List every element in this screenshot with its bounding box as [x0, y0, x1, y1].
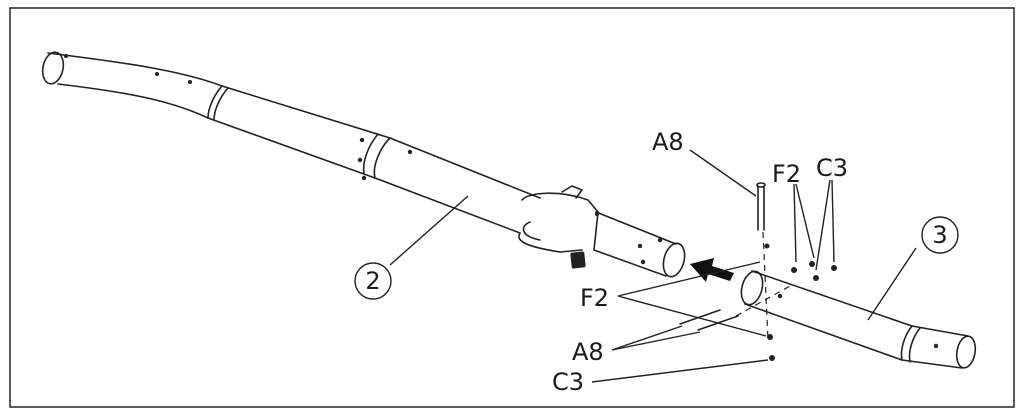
label-a8-bottom: A8 — [572, 338, 604, 366]
callout-label-3: 3 — [932, 221, 947, 249]
label-c3-bottom: C3 — [552, 368, 584, 396]
label-c3-top: C3 — [816, 154, 848, 182]
tube-part-2 — [41, 51, 686, 278]
callout-part-2: 2 — [354, 262, 392, 300]
label-a8-top: A8 — [652, 128, 684, 156]
callout-label-2: 2 — [365, 267, 380, 295]
callout-part-3: 3 — [921, 216, 959, 254]
tube-part-3 — [740, 270, 977, 369]
label-f2-bottom: F2 — [580, 284, 609, 312]
label-f2-top: F2 — [772, 160, 801, 188]
leader-lines — [389, 149, 917, 383]
diagram-border — [9, 7, 1015, 408]
